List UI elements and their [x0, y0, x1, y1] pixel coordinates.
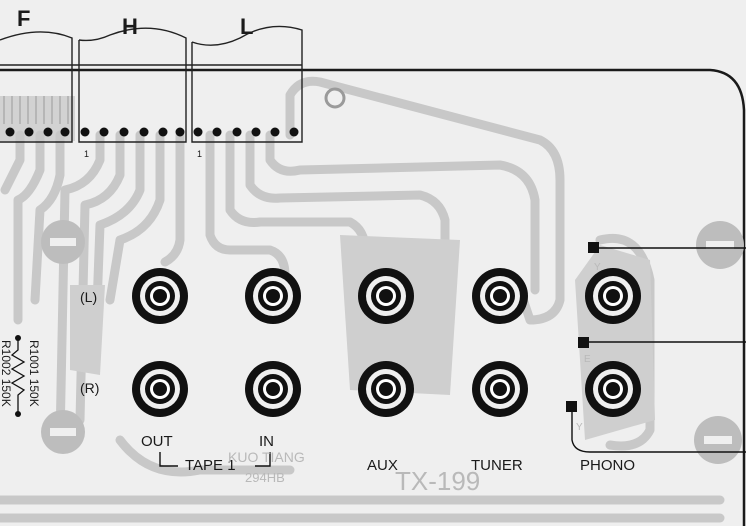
- jack-label-in: IN: [259, 433, 274, 450]
- phono-pads: [566, 242, 746, 453]
- watermark-line2: 294HB: [245, 470, 285, 485]
- connector-pin: [99, 127, 109, 137]
- pin1-marker-h: 1: [84, 149, 89, 159]
- connector-pin: [80, 127, 90, 137]
- connector-pin: [139, 127, 149, 137]
- tape-bracket: [159, 452, 271, 467]
- connector-pin: [43, 127, 53, 137]
- phono-mark: Y: [576, 422, 583, 433]
- connector-pin: [60, 127, 70, 137]
- phono-pad: [588, 242, 599, 253]
- connector-headers: [0, 25, 303, 143]
- connector-pin: [175, 127, 185, 137]
- rca-jacks: [132, 268, 641, 417]
- connector-pins: [3, 96, 299, 137]
- pin1-marker-l: 1: [197, 149, 202, 159]
- tape-label: TAPE 1: [185, 457, 236, 474]
- rca-jack: [585, 268, 641, 324]
- rca-jack: [472, 268, 528, 324]
- connector-pin: [251, 127, 261, 137]
- rca-jack: [358, 361, 414, 417]
- connector-label-f: F: [17, 6, 30, 31]
- model-number: TX-199: [395, 466, 480, 496]
- phono-pad: [578, 337, 589, 348]
- connector-pin: [119, 127, 129, 137]
- rca-jack: [585, 361, 641, 417]
- rca-jack: [358, 268, 414, 324]
- connector-pin: [212, 127, 222, 137]
- phono-pad: [566, 401, 577, 412]
- small-hole: [324, 87, 346, 109]
- jack-label-aux: AUX: [367, 457, 398, 474]
- connector-pin: [193, 127, 203, 137]
- connector-pin: [24, 127, 34, 137]
- channel-label-right: (R): [80, 380, 99, 396]
- copper-traces: [0, 76, 725, 523]
- resistor-label-r1001: R1001 150K: [27, 340, 41, 407]
- connector-pin: [5, 127, 15, 137]
- board-outline: [0, 68, 746, 526]
- jack-label-out: OUT: [141, 433, 173, 450]
- connector-label-l: L: [240, 14, 253, 39]
- connector-pin: [158, 127, 168, 137]
- connector-pin: [270, 127, 280, 137]
- connector-pin: [289, 127, 299, 137]
- watermark-line1: KUO TIANG: [228, 449, 305, 465]
- rca-jack: [132, 361, 188, 417]
- jack-label-tuner: TUNER: [471, 457, 523, 474]
- rca-jack: [245, 268, 301, 324]
- resistor-label-r1002: R1002 150K: [0, 340, 13, 407]
- jack-label-phono: PHONO: [580, 457, 635, 474]
- phono-mark: E: [584, 354, 591, 365]
- channel-label-left: (L): [80, 289, 97, 305]
- connector-label-h: H: [122, 14, 138, 39]
- connector-pin: [232, 127, 242, 137]
- rca-jack: [245, 361, 301, 417]
- phono-mark: Y: [594, 262, 601, 273]
- rca-jack: [472, 361, 528, 417]
- resistor-network: [10, 335, 26, 417]
- rca-jack: [132, 268, 188, 324]
